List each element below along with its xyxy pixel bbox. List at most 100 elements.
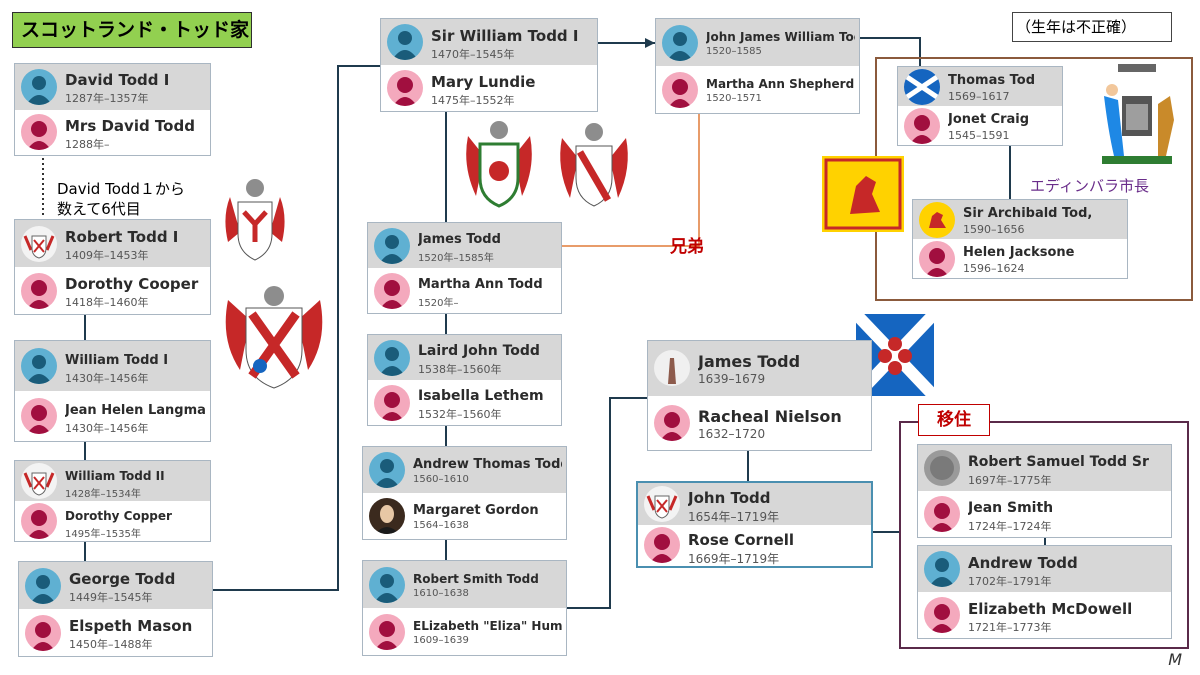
person-name: James Todd — [418, 232, 501, 247]
person-row-spouse[interactable]: ELizabeth "Eliza" Humphrey1609–1639 — [363, 608, 566, 655]
portrait-photo-icon — [369, 498, 405, 534]
male-avatar-icon — [374, 227, 410, 264]
female-avatar-icon — [21, 272, 57, 309]
person-name: Jonet Craig — [948, 112, 1030, 127]
person-name: Dorothy Cooper — [65, 275, 199, 293]
person-years: 1560–1610 — [413, 474, 469, 485]
coat-of-arms-icon — [220, 280, 328, 400]
person-years: 1428年–1534年 — [65, 489, 141, 500]
person-name: Andrew Thomas Todd — [413, 457, 562, 472]
migration-frame — [899, 421, 1189, 649]
person-years: 1724年–1724年 — [968, 520, 1052, 533]
person-name: Margaret Gordon — [413, 503, 539, 518]
person-row-primary[interactable]: James Todd 1520年–1585年 — [368, 223, 561, 268]
person-years: 1520年–1585年 — [418, 253, 494, 264]
coat-of-arms-icon — [220, 172, 290, 272]
person-years: 1569–1617 — [948, 90, 1010, 103]
person-name: John James William Tod — [706, 30, 855, 44]
migration-label: 移住 — [918, 404, 990, 436]
person-row-primary[interactable]: Andrew Thomas Todd 1560–1610 — [363, 447, 566, 493]
person-row-spouse[interactable]: Mrs David Todd 1288年– — [15, 110, 210, 156]
person-years: 1418年–1460年 — [65, 296, 149, 309]
signature-mark: M — [1168, 650, 1182, 669]
coat-of-arms-icon — [462, 116, 536, 212]
coat-of-arms-icon — [644, 485, 680, 522]
connector-c5-c6 — [213, 65, 380, 591]
person-years: 1538年–1560年 — [418, 363, 502, 376]
person-name: Mary Lundie — [431, 73, 536, 91]
person-name: Elizabeth McDowell — [968, 600, 1133, 618]
female-avatar-icon — [21, 398, 57, 434]
person-name: Robert Smith Todd — [413, 572, 539, 586]
female-avatar-icon — [662, 71, 698, 108]
male-avatar-icon — [924, 551, 960, 587]
person-years: 1288年– — [65, 137, 110, 151]
person-years: 1654年–1719年 — [688, 510, 780, 524]
person-name: Racheal Nielson — [698, 406, 842, 426]
person-row-spouse[interactable]: Elizabeth McDowell 1721年–1773年 — [918, 592, 1171, 638]
person-row-primary[interactable]: John Todd 1654年–1719年 — [638, 483, 871, 525]
person-name: Dorothy Copper — [65, 509, 172, 523]
page-title: スコットランド・トッド家 — [12, 12, 252, 48]
person-name: Mrs David Todd — [65, 116, 195, 135]
female-avatar-icon — [919, 240, 955, 277]
male-avatar-icon — [21, 68, 57, 105]
person-row-spouse[interactable]: Dorothy Cooper 1418年–1460年 — [15, 267, 210, 314]
person-name: Elspeth Mason — [69, 617, 193, 635]
person-row-primary[interactable]: Sir Archibald Tod,1590–1656 — [913, 200, 1127, 239]
person-name: John Todd — [688, 489, 771, 507]
female-avatar-icon — [21, 503, 57, 539]
person-years: 1520–1571 — [706, 93, 762, 104]
person-name: Robert Todd I — [65, 228, 179, 246]
scotland-flag-icon — [904, 68, 940, 105]
person-years: 1721年–1773年 — [968, 621, 1052, 634]
person-row-primary[interactable]: Robert Smith Todd 1610–1638 — [363, 561, 566, 608]
lion-rampant-flag-icon — [919, 201, 955, 238]
female-avatar-icon — [387, 70, 423, 106]
person-name: Isabella Lethem — [418, 388, 544, 404]
person-years: 1610–1638 — [413, 588, 469, 599]
